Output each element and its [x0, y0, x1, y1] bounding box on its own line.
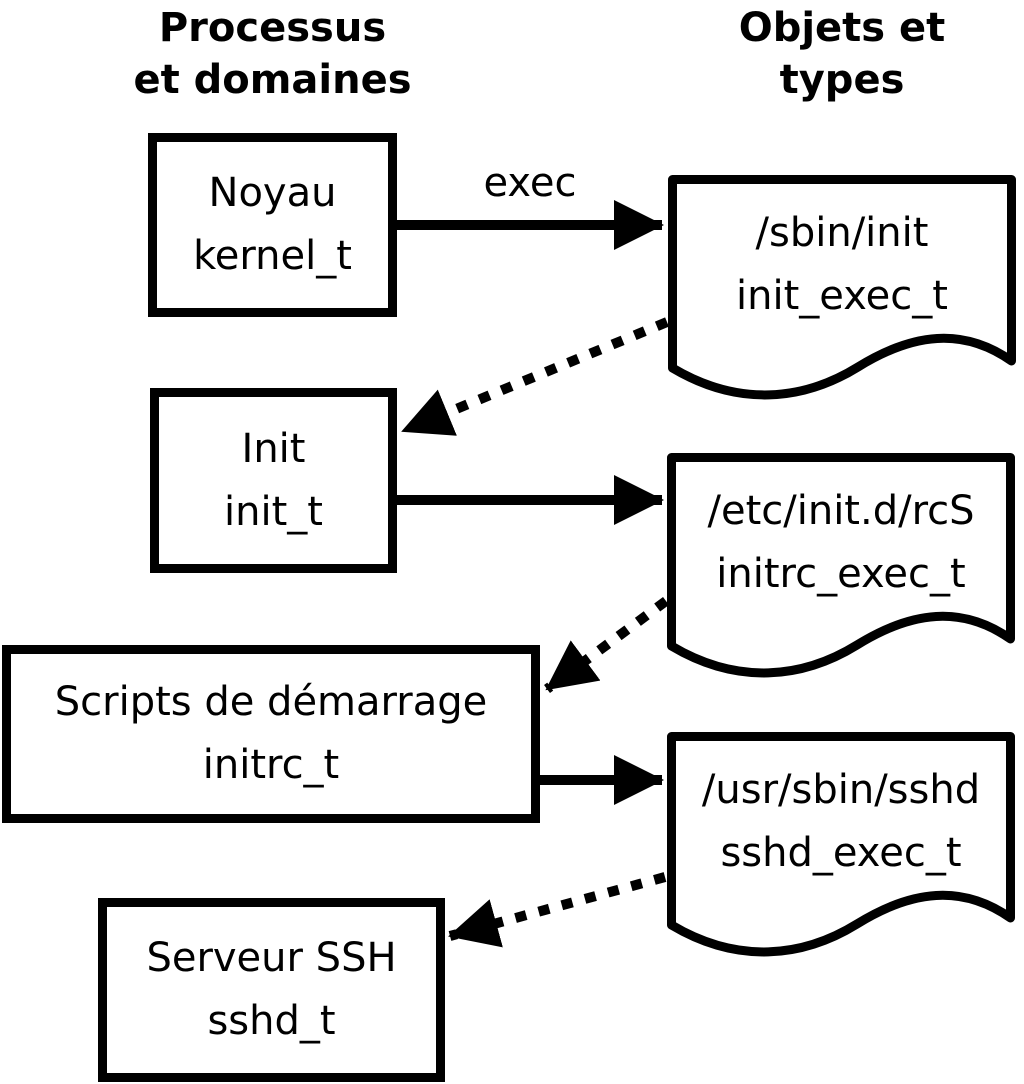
process-domain-type: sshd_t — [207, 998, 336, 1044]
process-box-label-kernel: Noyau kernel_t — [148, 133, 397, 317]
process-box-sshd — [98, 898, 445, 1082]
document-shape-etc-initd-rcs — [667, 453, 1015, 678]
process-box-label-sshd: Serveur SSH sshd_t — [98, 898, 445, 1082]
header-line: Objets et — [738, 5, 946, 51]
document-label-usr-sbin-sshd: /usr/sbin/sshd sshd_exec_t — [667, 759, 1015, 885]
process-box-init — [150, 388, 397, 573]
document-shape-usr-sbin-sshd — [667, 732, 1015, 957]
object-path: /usr/sbin/sshd — [701, 767, 981, 813]
object-type: initrc_exec_t — [716, 551, 966, 597]
document-label-sbin-init: /sbin/init init_exec_t — [668, 202, 1016, 328]
transition-arrow-init-exec-to-init — [401, 317, 669, 436]
process-box-initrc — [2, 645, 540, 823]
process-domain-type: kernel_t — [193, 233, 352, 279]
process-box-label-init: Init init_t — [150, 388, 397, 573]
object-path: /sbin/init — [755, 210, 929, 256]
object-type: init_exec_t — [736, 273, 948, 319]
process-domain-type: init_t — [224, 488, 323, 535]
document-label-etc-initd-rcs: /etc/init.d/rcS initrc_exec_t — [667, 480, 1015, 606]
object-type: sshd_exec_t — [720, 830, 962, 876]
transition-arrow-initrc-exec-to-initrc — [544, 596, 669, 694]
process-domain-type: initrc_t — [202, 742, 340, 788]
column-header-processes: Processus et domaines — [110, 2, 435, 106]
process-name: Init — [241, 425, 306, 472]
transition-arrow-sshd-exec-to-sshd — [448, 872, 667, 948]
header-line: Processus — [158, 5, 387, 51]
process-box-label-initrc: Scripts de démarrage initrc_t — [2, 645, 540, 823]
document-shape-sbin-init — [668, 175, 1016, 400]
column-header-objects: Objets et types — [692, 2, 992, 106]
exec-arrow-label: exec — [483, 160, 577, 206]
object-path: /etc/init.d/rcS — [707, 488, 975, 534]
header-line: et domaines — [133, 57, 412, 103]
process-name: Serveur SSH — [146, 935, 397, 981]
header-line: types — [779, 57, 905, 103]
process-name: Scripts de démarrage — [54, 679, 488, 725]
process-box-kernel — [148, 133, 397, 317]
process-name: Noyau — [208, 170, 337, 216]
